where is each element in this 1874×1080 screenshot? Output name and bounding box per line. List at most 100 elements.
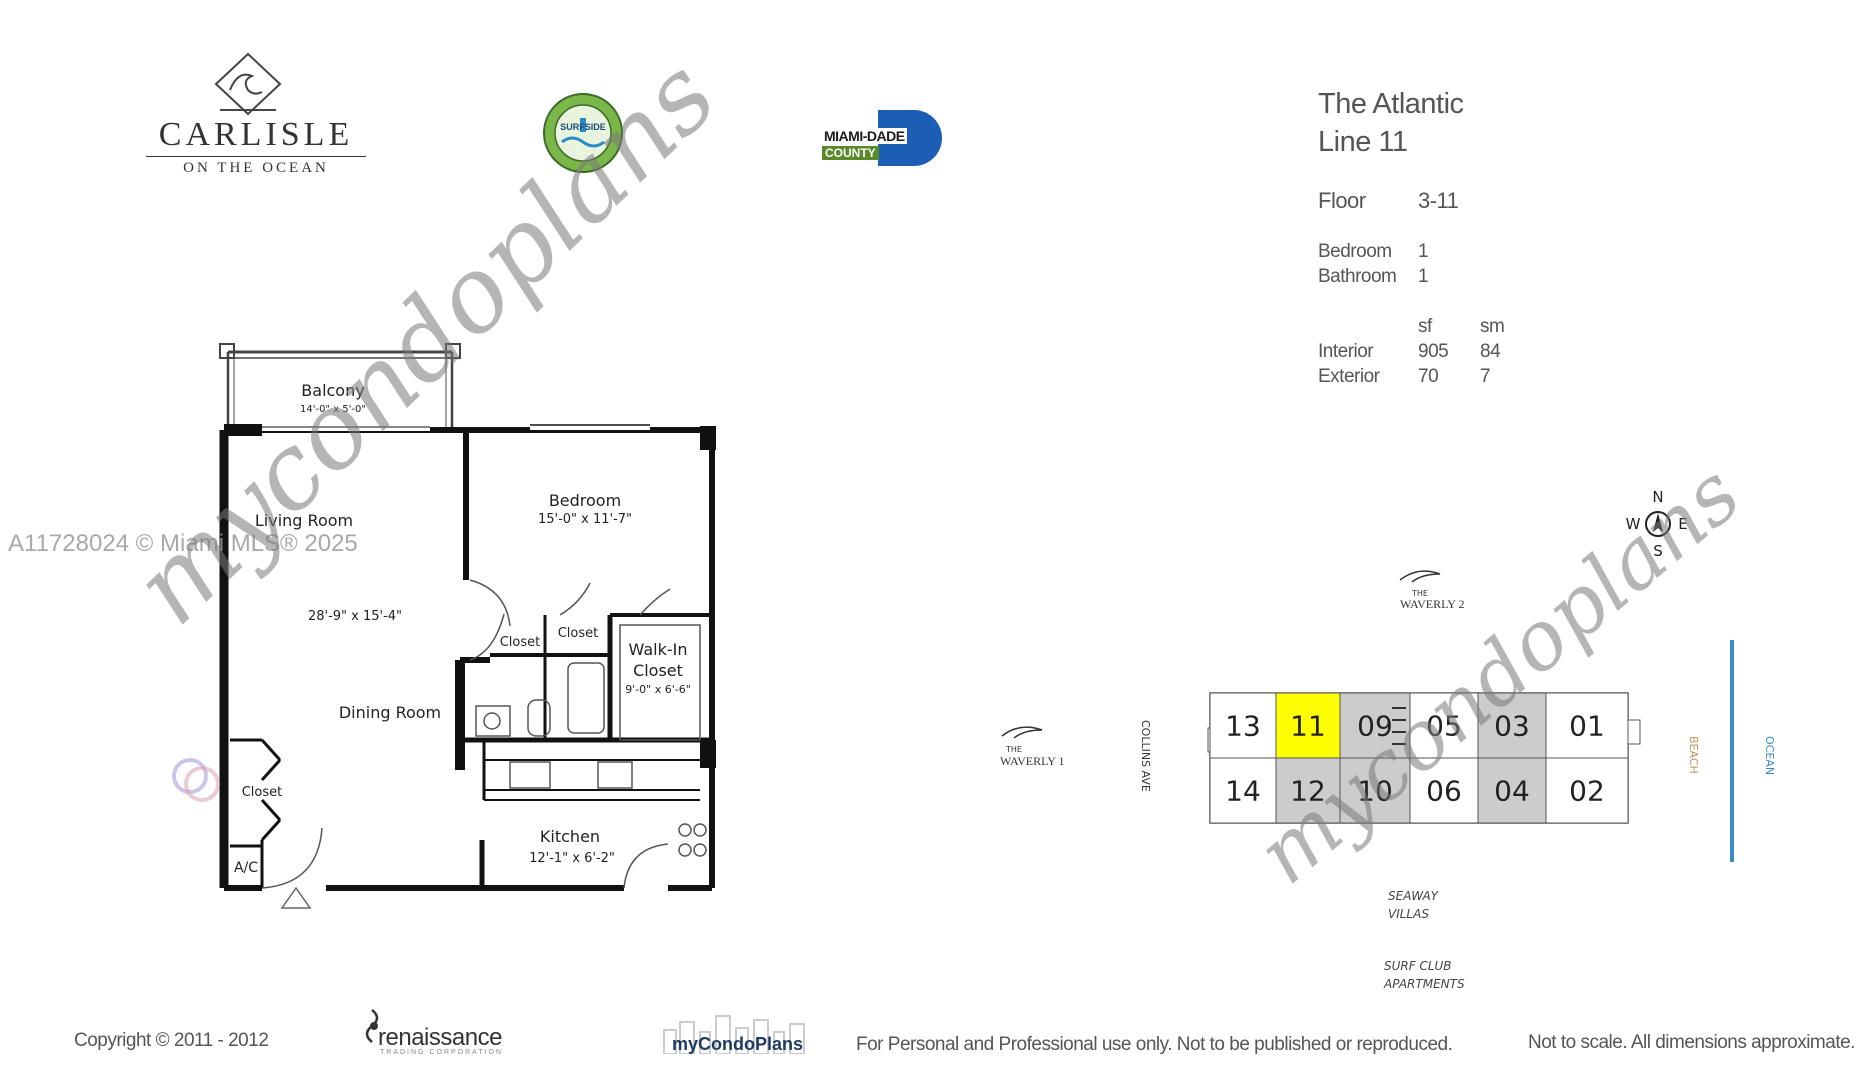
stair-icon bbox=[1392, 707, 1406, 745]
building-name: The Atlantic bbox=[1318, 88, 1464, 120]
closet-label-1: Closet bbox=[500, 635, 541, 650]
unit-cell-11 bbox=[1275, 692, 1341, 759]
carlisle-logo: CARLISLE ON THE OCEAN bbox=[140, 50, 370, 180]
unit-label-14: 14 bbox=[1225, 775, 1261, 808]
scale-notice: Not to scale. All dimensions approximate… bbox=[1528, 1032, 1855, 1053]
bedroom-dimensions: 15'-0" x 11'-7" bbox=[538, 512, 632, 527]
bath-fixtures bbox=[475, 624, 707, 857]
compass-east: E bbox=[1678, 515, 1687, 533]
svg-text:THE: THE bbox=[1005, 745, 1022, 754]
unit-cell-10 bbox=[1339, 757, 1411, 824]
svg-text:WAVERLY 1: WAVERLY 1 bbox=[1000, 754, 1064, 768]
compass-icon bbox=[1645, 511, 1671, 537]
surfside-seal-icon bbox=[543, 93, 623, 173]
sm-header: sm bbox=[1480, 316, 1505, 337]
kitchen-dimensions: 12'-1" x 6'-2" bbox=[529, 851, 615, 866]
ocean-label: OCEAN bbox=[1763, 736, 1776, 775]
exterior-sm: 7 bbox=[1480, 366, 1491, 387]
unit-cell-02 bbox=[1545, 757, 1629, 824]
waverly-1-label: THE WAVERLY 1 bbox=[1000, 726, 1064, 768]
unit-cell-06 bbox=[1409, 757, 1479, 824]
exterior-sf: 70 bbox=[1418, 366, 1439, 387]
unit-label-09: 09 bbox=[1357, 710, 1393, 743]
compass: N S E W bbox=[1626, 488, 1688, 560]
svg-text:SEAWAY: SEAWAY bbox=[1388, 889, 1440, 903]
kitchen-label: Kitchen bbox=[540, 827, 600, 846]
unit-label-01: 01 bbox=[1569, 710, 1605, 743]
watermark-logo-icon bbox=[172, 758, 220, 802]
svg-text:VILLAS: VILLAS bbox=[1388, 907, 1429, 921]
site-plan: N S E W THE WAVERLY 2 THE WAVERLY 1 COLL… bbox=[1000, 488, 1776, 991]
svg-text:WAVERLY 2: WAVERLY 2 bbox=[1400, 597, 1464, 611]
bedroom-label: Bedroom bbox=[1318, 241, 1392, 262]
sf-header: sf bbox=[1418, 316, 1432, 337]
unit-label-13: 13 bbox=[1225, 710, 1261, 743]
balcony-structure bbox=[219, 343, 461, 428]
collins-ave-label: COLLINS AVE bbox=[1139, 720, 1152, 792]
walkin-closet-label-1: Walk-In bbox=[629, 640, 688, 659]
renaissance-subtitle: TRADING CORPORATION bbox=[380, 1049, 504, 1056]
dining-room-label: Dining Room bbox=[339, 703, 441, 722]
walls bbox=[219, 424, 716, 892]
ac-label: A/C bbox=[234, 860, 258, 876]
compass-south: S bbox=[1653, 542, 1663, 560]
unit-label-03: 03 bbox=[1494, 710, 1530, 743]
carlisle-rule bbox=[146, 156, 366, 157]
mycondoplans-footer-logo: myCondoPlans bbox=[672, 1034, 804, 1054]
balcony-label: Balcony bbox=[301, 381, 364, 400]
unit-label-04: 04 bbox=[1494, 775, 1530, 808]
unit-cell-14 bbox=[1209, 757, 1277, 824]
carlisle-name: CARLISLE bbox=[158, 116, 354, 153]
closet-label-3: Closet bbox=[242, 785, 283, 800]
unit-label-06: 06 bbox=[1426, 775, 1462, 808]
entry-arrow-icon bbox=[280, 886, 312, 909]
renaissance-logo: renaissance TRADING CORPORATION bbox=[360, 1006, 530, 1056]
surfside-text: SURFSIDE bbox=[560, 122, 606, 132]
living-room-label: Living Room bbox=[255, 511, 353, 530]
copyright-text: Copyright © 2011 - 2012 bbox=[74, 1030, 269, 1051]
unit-cell-04 bbox=[1477, 757, 1547, 824]
carlisle-emblem-icon bbox=[214, 52, 282, 116]
south-landmarks: SEAWAY VILLAS SURF CLUB APARTMENTS bbox=[1383, 889, 1465, 991]
floor-plan: Balcony 14'-0" x 5'-0" Living Room 28'-9… bbox=[219, 343, 716, 909]
mls-watermark: A11728024 © Miami MLS® 2025 bbox=[8, 530, 358, 557]
renaissance-name: renaissance bbox=[378, 1024, 502, 1051]
bathroom-label: Bathroom bbox=[1318, 266, 1397, 287]
floor-label: Floor bbox=[1318, 188, 1366, 213]
unit-label-12: 12 bbox=[1290, 775, 1326, 808]
carlisle-subtitle: ON THE OCEAN bbox=[183, 160, 329, 176]
miami-dade-logo: MIAMI-DADE COUNTY bbox=[822, 110, 942, 166]
renaissance-emblem-icon bbox=[365, 1009, 379, 1043]
closet-label-2: Closet bbox=[558, 626, 599, 641]
bathroom-value: 1 bbox=[1418, 266, 1429, 287]
walkin-closet-dimensions: 9'-0" x 6'-6" bbox=[625, 683, 691, 696]
floor-value: 3-11 bbox=[1418, 188, 1459, 213]
interior-label: Interior bbox=[1318, 341, 1374, 362]
miami-dade-line2: COUNTY bbox=[822, 146, 879, 160]
svg-text:SURF CLUB: SURF CLUB bbox=[1384, 959, 1452, 973]
unit-cell-01 bbox=[1545, 692, 1629, 759]
walkin-closet-label-2: Closet bbox=[633, 661, 683, 680]
exterior-label: Exterior bbox=[1318, 366, 1380, 387]
balcony-dimensions: 14'-0" x 5'-0" bbox=[300, 404, 366, 415]
waverly-2-label: THE WAVERLY 2 bbox=[1399, 570, 1464, 611]
living-room-dimensions: 28'-9" x 15'-4" bbox=[308, 609, 402, 624]
skyline-icon bbox=[663, 1015, 805, 1054]
svg-text:THE: THE bbox=[1411, 589, 1428, 598]
usage-notice: For Personal and Professional use only. … bbox=[856, 1034, 1453, 1055]
unit-label-10: 10 bbox=[1357, 775, 1393, 808]
line-number: Line 11 bbox=[1318, 126, 1408, 158]
bedroom-value: 1 bbox=[1418, 241, 1429, 262]
compass-west: W bbox=[1626, 515, 1641, 533]
beach-label: BEACH bbox=[1687, 736, 1700, 774]
svg-text:APARTMENTS: APARTMENTS bbox=[1383, 977, 1465, 991]
unit-cell-12 bbox=[1275, 757, 1341, 824]
unit-label-05: 05 bbox=[1426, 710, 1462, 743]
unit-label-11: 11 bbox=[1290, 710, 1326, 743]
interior-sm: 84 bbox=[1480, 341, 1501, 362]
miami-dade-line1: MIAMI-DADE bbox=[822, 128, 907, 144]
bedroom-label-plan: Bedroom bbox=[549, 491, 621, 510]
surfside-seal: SURFSIDE bbox=[542, 92, 624, 174]
interior-sf: 905 bbox=[1418, 341, 1449, 362]
